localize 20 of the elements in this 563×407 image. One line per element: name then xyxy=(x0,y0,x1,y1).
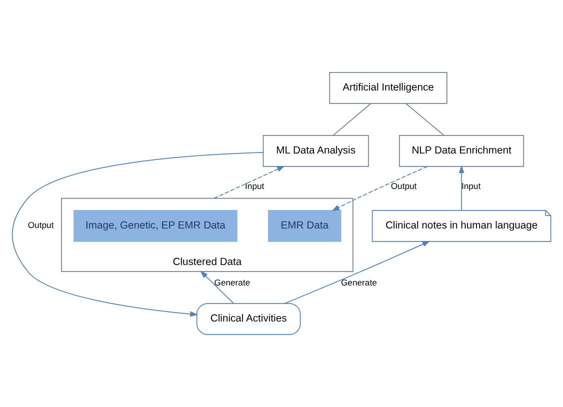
node-box: ML Data Analysis xyxy=(262,134,369,167)
arrow xyxy=(284,240,430,304)
arrow xyxy=(12,152,264,317)
node-box: NLP Data Enrichment xyxy=(399,134,524,167)
node-box: Clinical Activities xyxy=(196,303,301,335)
edge-label: Input xyxy=(245,180,264,191)
node-box: EMR Data xyxy=(268,210,342,242)
arrow xyxy=(214,166,285,199)
edge-label: Generate xyxy=(214,277,250,288)
edge-label: Generate xyxy=(340,277,377,288)
connector xyxy=(405,103,444,136)
arrow xyxy=(200,270,234,304)
arrow xyxy=(458,165,464,211)
edge-label: Input xyxy=(461,180,481,191)
edge-label: Output xyxy=(390,180,417,191)
arrow xyxy=(332,166,428,211)
node-box: Image, Genetic, EP EMR Data xyxy=(74,210,238,242)
node-box: Artificial Intelligence xyxy=(329,72,448,104)
connector xyxy=(332,103,372,136)
edge-label: Output xyxy=(28,220,54,230)
